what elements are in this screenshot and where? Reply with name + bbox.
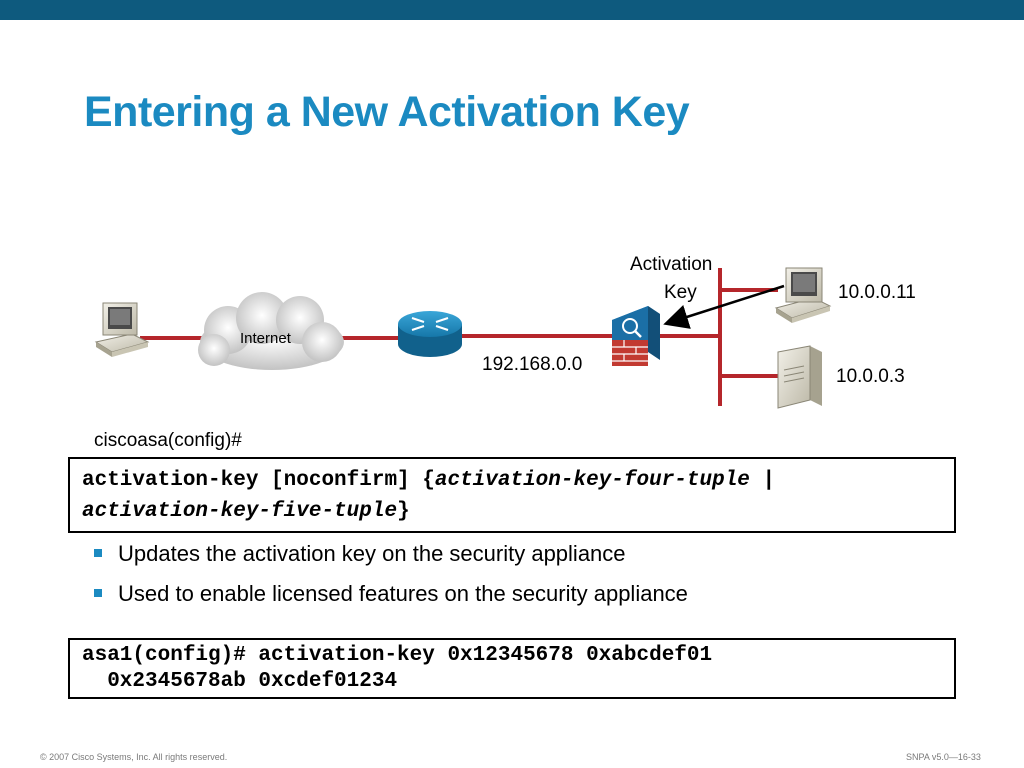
bullet-item: Used to enable licensed features on the … bbox=[92, 578, 688, 618]
command-example-box: asa1(config)# activation-key 0x12345678 … bbox=[68, 638, 956, 699]
syntax-close-brace: } bbox=[397, 500, 410, 523]
bullet-square-icon bbox=[94, 589, 102, 597]
internet-label: Internet bbox=[240, 330, 291, 347]
copyright-footer: © 2007 Cisco Systems, Inc. All rights re… bbox=[40, 752, 228, 762]
workstation-ip-label: 10.0.0.11 bbox=[838, 282, 916, 303]
pc-icon bbox=[94, 302, 150, 357]
activation-key-arrow bbox=[663, 284, 785, 329]
page-title: Entering a New Activation Key bbox=[84, 88, 690, 136]
bullet-item: Updates the activation key on the securi… bbox=[92, 538, 688, 578]
bullet-square-icon bbox=[94, 549, 102, 557]
network-links bbox=[140, 268, 778, 406]
course-page-footer: SNPA v5.0—16-33 bbox=[906, 752, 981, 762]
asa-firewall-icon bbox=[612, 306, 660, 366]
router-icon bbox=[398, 311, 462, 357]
server-ip-label: 10.0.0.3 bbox=[836, 366, 905, 387]
bullet-list: Updates the activation key on the securi… bbox=[92, 538, 688, 618]
syntax-keyword: activation-key [noconfirm] { bbox=[82, 469, 435, 492]
activation-key-label-line2: Key bbox=[664, 282, 697, 303]
network-address-label: 192.168.0.0 bbox=[482, 354, 583, 375]
example-line-2: 0x2345678ab 0xcdef01234 bbox=[82, 670, 398, 693]
example-line-1: asa1(config)# activation-key 0x12345678 … bbox=[82, 644, 713, 667]
workstation-icon bbox=[774, 267, 832, 323]
internet-cloud-icon bbox=[198, 292, 344, 370]
bullet-text: Updates the activation key on the securi… bbox=[118, 541, 626, 566]
syntax-separator: | bbox=[749, 469, 776, 492]
top-banner bbox=[0, 0, 1024, 20]
bullet-text: Used to enable licensed features on the … bbox=[118, 581, 688, 606]
syntax-line-1: activation-key [noconfirm] {activation-k… bbox=[82, 465, 942, 496]
syntax-arg-four-tuple: activation-key-four-tuple bbox=[434, 469, 750, 492]
command-syntax-box: activation-key [noconfirm] {activation-k… bbox=[68, 457, 956, 533]
server-icon bbox=[777, 345, 822, 409]
syntax-arg-five-tuple: activation-key-five-tuple bbox=[82, 500, 398, 523]
cli-prompt: ciscoasa(config)# bbox=[94, 430, 242, 451]
syntax-line-2: activation-key-five-tuple} bbox=[82, 496, 942, 527]
activation-key-label-line1: Activation bbox=[630, 254, 713, 275]
